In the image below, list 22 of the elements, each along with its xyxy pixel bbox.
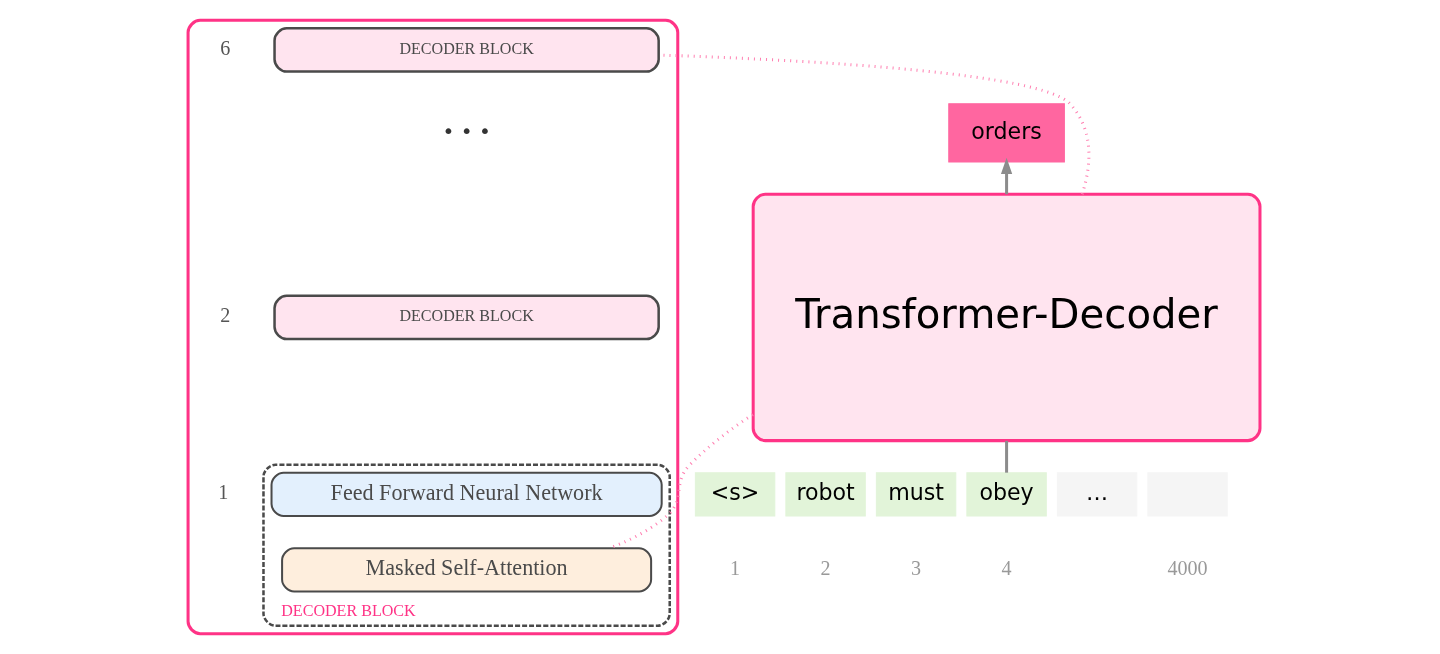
node-box: DECODER BLOCK xyxy=(273,27,660,73)
node-label: 4 xyxy=(1001,556,1012,579)
cluster xyxy=(186,18,680,636)
arrow xyxy=(1000,157,1013,195)
node-label: 1 xyxy=(218,481,229,504)
node-label: 6 xyxy=(220,37,231,59)
connector xyxy=(1005,440,1009,473)
node-label: 4000 xyxy=(1167,556,1208,579)
label: • • • xyxy=(442,118,491,143)
node-box: Transformer-Decoder xyxy=(751,192,1262,443)
node-label: 2 xyxy=(820,556,831,579)
node-box: Masked Self-Attention xyxy=(281,547,653,593)
node-box: obey xyxy=(966,472,1047,517)
node-label: 1 xyxy=(730,556,741,579)
node-label: 2 xyxy=(220,304,231,327)
node-box: <s> xyxy=(694,472,776,517)
node-label: 3 xyxy=(911,556,922,579)
node-box: DECODER BLOCK xyxy=(273,294,660,341)
node-box: orders xyxy=(948,103,1065,163)
node-box: Feed Forward Neural Network xyxy=(270,471,663,518)
node-box: must xyxy=(875,472,957,517)
node-box: robot xyxy=(785,472,866,517)
